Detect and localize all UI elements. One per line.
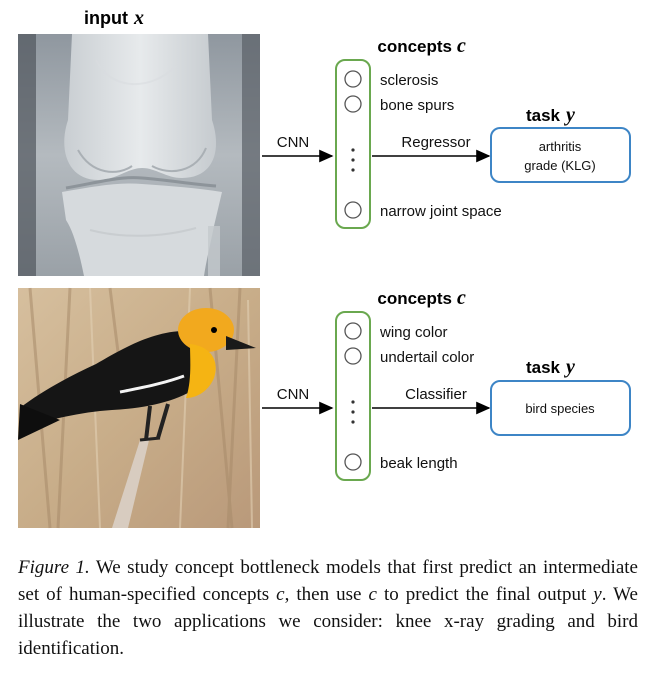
caption-text: We study concept bottleneck models that … xyxy=(18,557,638,605)
concepts-variable-top: c xyxy=(457,35,466,57)
task-box-top xyxy=(490,127,631,183)
concept-node xyxy=(344,201,362,219)
task-variable-top: y xyxy=(564,104,575,126)
concept-label: sclerosis xyxy=(380,72,438,89)
input-variable: x xyxy=(133,7,144,29)
concept-node xyxy=(344,322,362,340)
cnn-label-bottom: CNN xyxy=(277,386,310,403)
concept-bottleneck-figure: input x concepts c sclerosis bone spurs … xyxy=(18,7,631,529)
task-box-bottom xyxy=(490,380,631,436)
ellipsis-dots xyxy=(351,400,355,424)
classifier-label: Classifier xyxy=(405,386,467,403)
caption-var-c: c xyxy=(368,584,377,605)
task-label-bottom: task xyxy=(526,358,561,377)
caption-var-y: y xyxy=(593,584,602,605)
figure-label: Figure 1. xyxy=(18,557,90,578)
concept-label: beak length xyxy=(380,455,458,472)
concept-bottleneck-box-top xyxy=(335,59,371,229)
concepts-label-top: concepts xyxy=(377,37,452,56)
concept-bottleneck-box-bottom xyxy=(335,311,371,481)
knee-xray-image xyxy=(18,34,260,276)
task-text-line2: grade (KLG) xyxy=(524,158,596,173)
figure-caption: Figure 1. We study concept bottleneck mo… xyxy=(18,554,638,662)
caption-text: to predict the final output xyxy=(376,584,594,605)
task-label-top: task xyxy=(526,106,561,125)
task-text-bottom: bird species xyxy=(525,401,595,416)
concepts-label-bottom: concepts xyxy=(377,289,452,308)
concept-node xyxy=(344,70,362,88)
bird-image xyxy=(18,287,260,529)
concept-node xyxy=(344,453,362,471)
ellipsis-dots xyxy=(351,148,355,172)
concept-node xyxy=(344,347,362,365)
regressor-label: Regressor xyxy=(401,134,470,151)
caption-text: . We illustrate the two applications we … xyxy=(18,584,638,659)
caption-text: , then use xyxy=(284,584,369,605)
concept-label: wing color xyxy=(379,324,448,341)
concept-label: narrow joint space xyxy=(380,203,502,220)
task-text-line1: arthritis xyxy=(539,139,582,154)
caption-var-c: c xyxy=(276,584,285,605)
concept-label: undertail color xyxy=(380,349,474,366)
cnn-label-top: CNN xyxy=(277,134,310,151)
input-label: input xyxy=(84,8,128,28)
concept-node xyxy=(344,95,362,113)
concept-label: bone spurs xyxy=(380,97,454,114)
task-variable-bottom: y xyxy=(564,356,575,378)
concepts-variable-bottom: c xyxy=(457,287,466,309)
